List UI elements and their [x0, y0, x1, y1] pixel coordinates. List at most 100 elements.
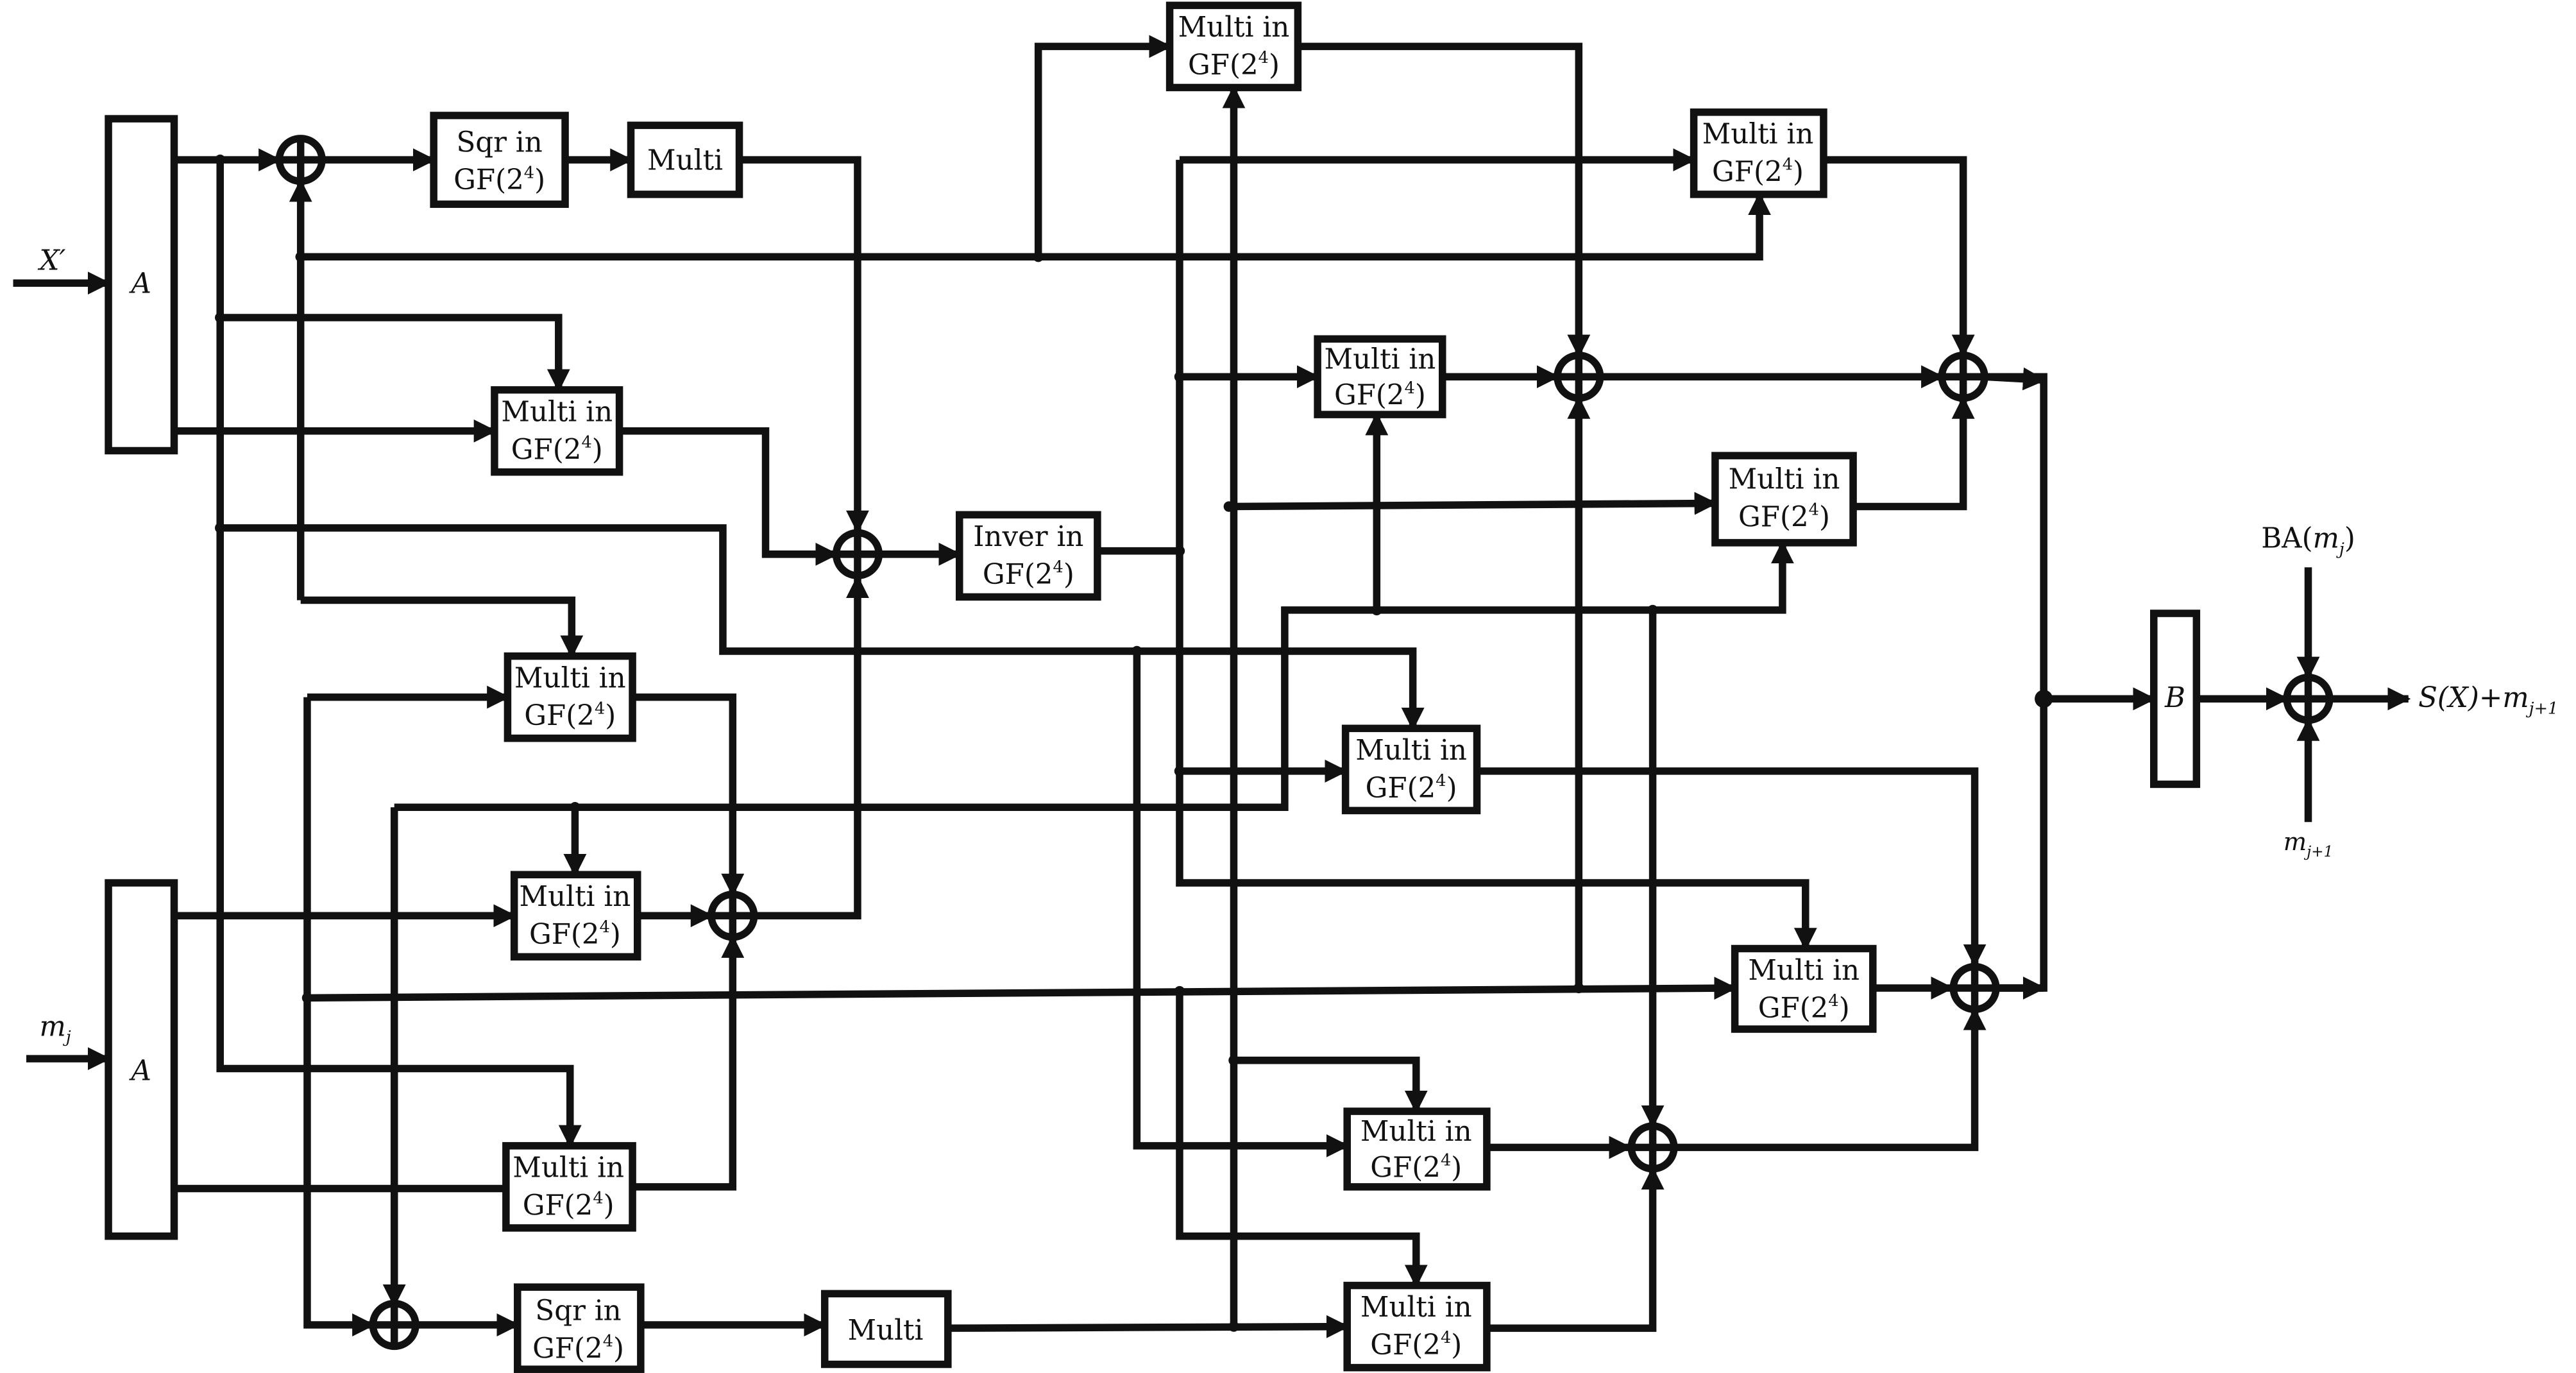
svg-text:A: A — [129, 268, 151, 300]
xor-node-6 — [1938, 352, 1988, 402]
wire-57 — [1984, 367, 2046, 391]
junction-dot-2 — [215, 312, 226, 323]
output-label: S(X)+mj+1 — [2418, 682, 2558, 718]
wire-37 — [947, 1315, 1350, 1338]
xor-node-8 — [1627, 1122, 1678, 1173]
junction-dot-7 — [1174, 545, 1185, 556]
svg-text:GF(24): GF(24) — [511, 432, 603, 466]
svg-text:Multi in: Multi in — [1178, 12, 1290, 44]
sqr-gf-block-top: Sqr in GF(24) — [430, 112, 569, 209]
junction-dot-4 — [295, 252, 306, 262]
wire-26 — [632, 935, 745, 1191]
junction-dot-3 — [215, 522, 226, 534]
junction-dot-19 — [389, 1183, 400, 1194]
junction-dot-8 — [1174, 371, 1185, 382]
junction-dot-15 — [1228, 1055, 1239, 1066]
svg-text:Multi in: Multi in — [1360, 1292, 1472, 1324]
matrix-a-top: A — [105, 115, 178, 455]
svg-text:GF(24): GF(24) — [983, 558, 1074, 591]
wire-6 — [739, 156, 869, 534]
sqr-gf-block-bottom: Sqr in GF(24) — [514, 1283, 645, 1373]
svg-text:Multi in: Multi in — [1325, 343, 1436, 375]
svg-text:Multi in: Multi in — [1729, 463, 1840, 495]
svg-text:Multi in: Multi in — [1702, 119, 1814, 151]
svg-text:GF(24): GF(24) — [1188, 48, 1280, 81]
multi-gf-block-1: Multi in GF(24) — [491, 386, 623, 476]
multi-gf-block-7: Multi in GF(24) — [1314, 335, 1446, 418]
svg-text:Multi: Multi — [647, 144, 723, 176]
wire-25 — [754, 575, 869, 920]
multi-gf-block-5: Multi in GF(24) — [1165, 1, 1302, 92]
junction-dot-11 — [1223, 501, 1234, 512]
svg-text:GF(24): GF(24) — [1712, 155, 1804, 188]
multi-block-top: Multi — [627, 121, 743, 198]
junction-dot-9 — [1174, 765, 1185, 777]
svg-text:GF(24): GF(24) — [1366, 771, 1457, 805]
inversion-gf-block: Inver in GF(24) — [955, 511, 1101, 601]
wire-39 — [1233, 1056, 1428, 1114]
multi-block-bottom: Multi — [820, 1290, 952, 1369]
svg-text:GF(24): GF(24) — [1334, 379, 1426, 412]
svg-text:GF(24): GF(24) — [1738, 500, 1830, 533]
svg-text:GF(24): GF(24) — [1758, 991, 1850, 1025]
input-label-x: X′ — [37, 245, 65, 277]
svg-text:GF(24): GF(24) — [529, 917, 621, 951]
svg-text:GF(24): GF(24) — [1370, 1328, 1462, 1361]
svg-text:GF(24): GF(24) — [453, 163, 545, 196]
junction-dot-6 — [1033, 252, 1044, 262]
input-label-mj: mj — [39, 1011, 71, 1046]
svg-text:Sqr in: Sqr in — [535, 1295, 621, 1327]
junction-dot-1 — [215, 154, 226, 166]
multi-gf-block-2: Multi in GF(24) — [504, 652, 636, 742]
wire-9 — [220, 524, 1425, 731]
multi-gf-block-4: Multi in GF(24) — [502, 1142, 636, 1232]
multi-gf-block-10: Multi in GF(24) — [1731, 944, 1877, 1033]
multi-gf-block-11: Multi in GF(24) — [1343, 1107, 1491, 1191]
svg-text:GF(24): GF(24) — [1370, 1151, 1462, 1184]
wire-15 — [300, 596, 584, 659]
svg-text:Multi in: Multi in — [1360, 1116, 1472, 1148]
ba-label: BA(mj) — [2261, 523, 2355, 559]
m-next-label: mj+1 — [2284, 828, 2334, 860]
junction-dot-13 — [1647, 604, 1658, 616]
junction-dot-10 — [1174, 985, 1185, 997]
wire-23 — [632, 693, 745, 897]
wire-8 — [220, 314, 570, 393]
xor-layer — [275, 135, 2334, 1351]
wire-19 — [1176, 160, 1817, 951]
junction-dot-16 — [1228, 1321, 1239, 1332]
junction-dot-17 — [301, 910, 313, 921]
svg-text:Sqr in: Sqr in — [456, 126, 542, 158]
junction-dot-14 — [1131, 645, 1142, 657]
wire-33 — [394, 540, 1794, 812]
wire-47 — [1823, 156, 1975, 358]
wire-11 — [619, 427, 839, 566]
wire-40 — [1228, 491, 1718, 515]
junction-layer — [215, 154, 2053, 1332]
svg-text:Multi in: Multi in — [501, 396, 613, 428]
junction-dot-21 — [1573, 982, 1584, 994]
matrix-a-bottom: A — [105, 879, 178, 1240]
svg-text:A: A — [129, 1055, 151, 1087]
xor-node-5 — [1554, 352, 1604, 402]
wire-48 — [1853, 395, 1975, 511]
xor-node-3 — [708, 891, 758, 941]
multi-gf-block-12: Multi in GF(24) — [1343, 1281, 1491, 1372]
xor-node-1 — [275, 135, 326, 185]
multi-gf-block-3: Multi in GF(24) — [510, 871, 641, 961]
xor-node-9 — [2283, 674, 2334, 724]
svg-text:Multi in: Multi in — [513, 1152, 624, 1184]
wire-13 — [300, 192, 1771, 261]
svg-text:Multi in: Multi in — [520, 881, 631, 913]
wire-55 — [1984, 373, 2047, 992]
wire-31 — [307, 976, 1738, 1002]
junction-dot-5 — [295, 425, 306, 436]
xor-node-2 — [832, 529, 883, 579]
multi-gf-block-6: Multi in GF(24) — [1690, 108, 1827, 198]
multi-gf-block-9: Multi in GF(24) — [1341, 724, 1481, 815]
junction-dot-20 — [570, 802, 580, 813]
wire-14 — [1034, 35, 1173, 257]
svg-text:GF(24): GF(24) — [524, 699, 616, 732]
wire-49 — [1477, 767, 1987, 968]
